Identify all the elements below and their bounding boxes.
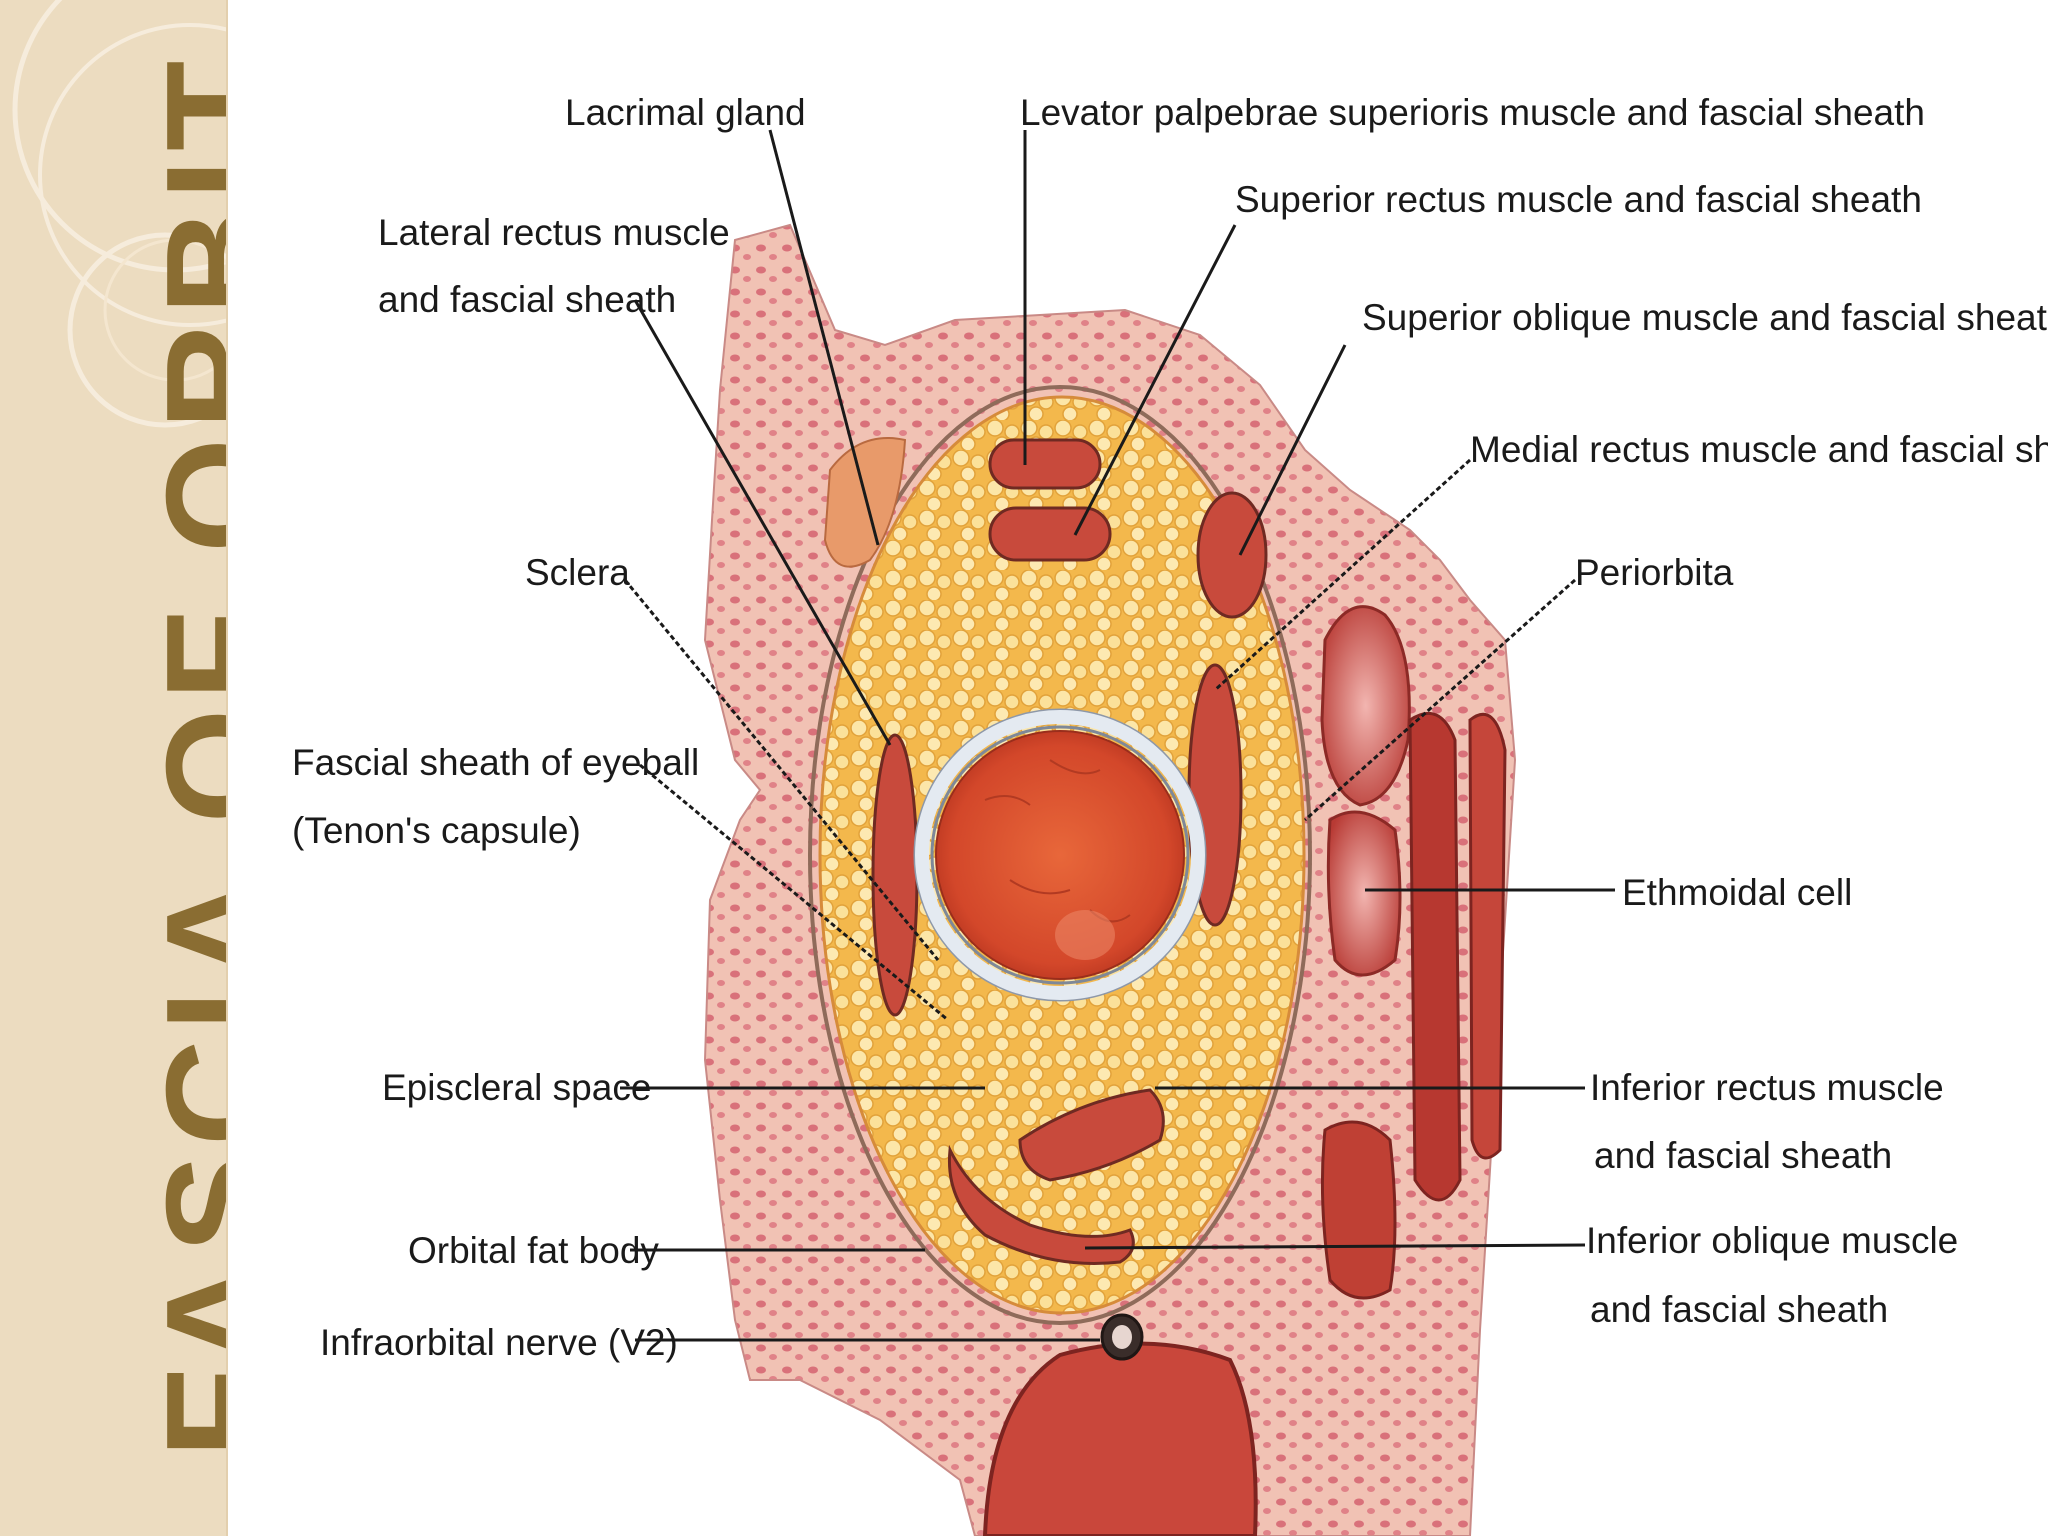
diagram-labels: Lacrimal gland Levator palpebrae superio… [292,92,2048,1363]
label-periorbita: Periorbita [1575,552,1734,593]
infraorbital-nerve [1100,1313,1144,1361]
label-ethmoidal-cell: Ethmoidal cell [1622,872,1852,913]
levator-muscle [988,438,1102,490]
superior-rectus-muscle [988,506,1112,562]
label-orbital-fat-body: Orbital fat body [408,1230,659,1271]
label-medial-rectus: Medial rectus muscle and fascial sheath [1470,429,2048,470]
label-lateral-rectus-line1: Lateral rectus muscle [378,212,730,253]
sidebar-circles-decoration [12,0,226,428]
periorbita-outline [808,385,1312,1325]
inferior-rectus-muscle [1018,1088,1165,1182]
label-inferior-rectus-line1: Inferior rectus muscle [1590,1067,1944,1108]
label-fascial-sheath-line1: Fascial sheath of eyeball [292,742,699,783]
label-inferior-oblique-line1: Inferior oblique muscle [1586,1220,1958,1261]
label-lateral-rectus-line2: and fascial sheath [378,279,676,320]
label-superior-oblique: Superior oblique muscle and fascial shea… [1362,297,2048,338]
extraocular-muscles [871,438,1268,1265]
label-inferior-oblique-line2: and fascial sheath [1590,1289,1888,1330]
label-sclera: Sclera [525,552,630,593]
label-lacrimal-gland: Lacrimal gland [565,92,806,133]
superior-oblique-muscle [1196,491,1268,619]
label-levator-palpebrae: Levator palpebrae superioris muscle and … [1020,92,1925,133]
label-fascial-sheath-line2: (Tenon's capsule) [292,810,581,851]
label-inferior-rectus-line2: and fascial sheath [1594,1135,1892,1176]
leader-lines [620,129,1615,1342]
ethmoidal-sinus-region [1320,605,1507,1300]
label-episcleral-space: Episcleral space [382,1067,651,1108]
label-superior-rectus: Superior rectus muscle and fascial sheat… [1235,179,1922,220]
sidebar-panel: FASCIA OF ORBIT [0,0,228,1536]
eyeball [913,708,1207,1002]
label-infraorbital-nerve: Infraorbital nerve (V2) [320,1322,678,1363]
maxillary-sinus [982,1341,1258,1536]
lateral-rectus-muscle [871,733,919,1017]
lacrimal-gland [823,437,907,568]
